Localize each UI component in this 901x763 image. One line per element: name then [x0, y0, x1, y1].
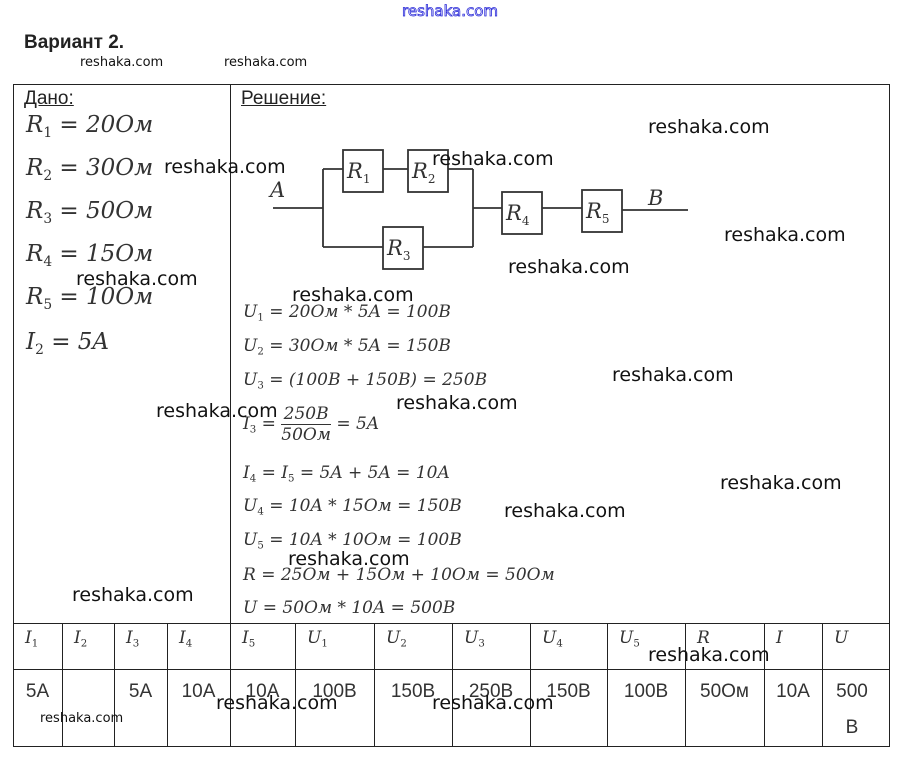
- solution-line: U1 = 20Ом * 5A = 100B: [243, 302, 451, 324]
- solution-line: I4 = I5 = 5A + 5A = 10A: [243, 463, 450, 485]
- watermark: reshaka.com: [508, 256, 630, 278]
- table-value-cell: 10A: [245, 681, 280, 702]
- table-value-cell: 150B: [546, 681, 591, 702]
- resistor-r1-label: R1: [346, 159, 370, 186]
- resistor-r2-box: [407, 149, 449, 193]
- node-a-label: A: [268, 178, 285, 202]
- table-column-divider: [114, 623, 115, 747]
- watermark: reshaka.com: [720, 472, 842, 494]
- column-divider: [230, 84, 231, 624]
- resistor-r4-label: R4: [505, 201, 530, 228]
- given-item: R4 = 15Ом: [26, 241, 154, 270]
- table-top-line: [13, 623, 890, 624]
- watermark: reshaka.com: [292, 284, 414, 306]
- watermark: reshaka.com: [724, 224, 846, 246]
- given-item: R5 = 10Ом: [26, 284, 154, 313]
- table-header-cell: U1: [307, 628, 328, 650]
- resistor-r4-box: [501, 191, 543, 235]
- table-header-cell: I: [776, 628, 783, 648]
- table-header-cell: U2: [386, 628, 407, 650]
- table-header-cell: I1: [25, 628, 39, 650]
- table-mid-line: [13, 669, 890, 670]
- table-header-cell: U3: [464, 628, 485, 650]
- resistor-r5-box: [581, 189, 623, 233]
- watermark: reshaka.com: [648, 644, 770, 666]
- table-column-divider: [764, 623, 765, 747]
- table-value-cell: 100B: [623, 681, 669, 702]
- resistor-r2-label: R2: [411, 159, 435, 186]
- solution-line: U5 = 10A * 10Ом = 100B: [243, 530, 462, 552]
- table-column-divider: [452, 623, 453, 747]
- solution-header: Решение:: [241, 88, 327, 109]
- given-item: I2 = 5A: [26, 329, 110, 358]
- table-column-divider: [607, 623, 608, 747]
- table-value-cell: 5A: [128, 681, 153, 702]
- table-value-cell: 5A: [25, 681, 50, 702]
- table-column-divider: [530, 623, 531, 747]
- table-column-divider: [230, 623, 231, 747]
- table-column-divider: [62, 623, 63, 747]
- watermark: reshaka.com: [396, 392, 518, 414]
- table-column-divider: [685, 623, 686, 747]
- table-value-cell: 50Ом: [700, 681, 749, 702]
- watermark: reshaka.com: [288, 548, 410, 570]
- watermark: reshaka.com: [612, 364, 734, 386]
- solution-line: U4 = 10A * 15Ом = 150B: [243, 496, 462, 518]
- resistor-r1-box: [342, 149, 384, 193]
- table-value-cell: 500 B: [836, 681, 868, 738]
- table-header-cell: I5: [242, 628, 256, 650]
- table-header-cell: U5: [619, 628, 640, 650]
- watermark: reshaka.com: [432, 148, 554, 170]
- watermark: reshaka.com: [224, 55, 308, 70]
- table-value-cell: 250B: [468, 681, 514, 702]
- solution-line: R = 25Ом + 15Ом + 10Ом = 50Ом: [243, 565, 555, 585]
- table-header-cell: I3: [126, 628, 140, 650]
- header-watermark: reshaka.com: [402, 2, 499, 21]
- watermark: reshaka.com: [72, 584, 194, 606]
- watermark: reshaka.com: [164, 156, 286, 178]
- node-b-label: B: [647, 186, 663, 210]
- watermark: reshaka.com: [432, 692, 554, 714]
- table-value-cell: 10A: [776, 681, 810, 702]
- table-header-cell: U4: [542, 628, 563, 650]
- circuit-diagram: A B R1 R2 R3 R4 R5: [268, 149, 688, 270]
- watermark: reshaka.com: [216, 692, 338, 714]
- table-value-cell: 150B: [390, 681, 436, 702]
- watermark: reshaka.com: [76, 268, 198, 290]
- table-header-cell: U: [834, 628, 849, 648]
- table-header-cell: R: [697, 628, 710, 648]
- given-item: R2 = 30Ом: [26, 155, 154, 184]
- watermark: reshaka.com: [80, 55, 164, 70]
- solution-frame: [13, 84, 890, 747]
- given-item: R3 = 50Ом: [26, 198, 154, 227]
- table-value-cell: 10A: [181, 681, 216, 702]
- resistor-r3-label: R3: [386, 236, 410, 263]
- watermark: reshaka.com: [648, 116, 770, 138]
- table-value-cell: 100B: [312, 681, 357, 702]
- solution-line: U3 = (100B + 150B) = 250B: [243, 370, 488, 392]
- watermark: reshaka.com: [40, 711, 124, 726]
- given-item: R1 = 20Ом: [26, 112, 154, 141]
- table-column-divider: [822, 623, 823, 747]
- given-header: Дано:: [24, 88, 74, 109]
- watermark: reshaka.com: [156, 400, 278, 422]
- solution-line: U = 50Ом * 10A = 500B: [243, 598, 456, 618]
- resistor-r3-box: [382, 226, 424, 270]
- watermark: reshaka.com: [504, 500, 626, 522]
- resistor-r5-label: R5: [585, 199, 609, 226]
- table-header-cell: I4: [179, 628, 193, 650]
- table-column-divider: [374, 623, 375, 747]
- table-header-cell: I2: [74, 628, 88, 650]
- solution-line: U2 = 30Ом * 5A = 150B: [243, 336, 451, 358]
- table-column-divider: [295, 623, 296, 747]
- table-column-divider: [167, 623, 168, 747]
- page-title: Вариант 2.: [24, 32, 125, 53]
